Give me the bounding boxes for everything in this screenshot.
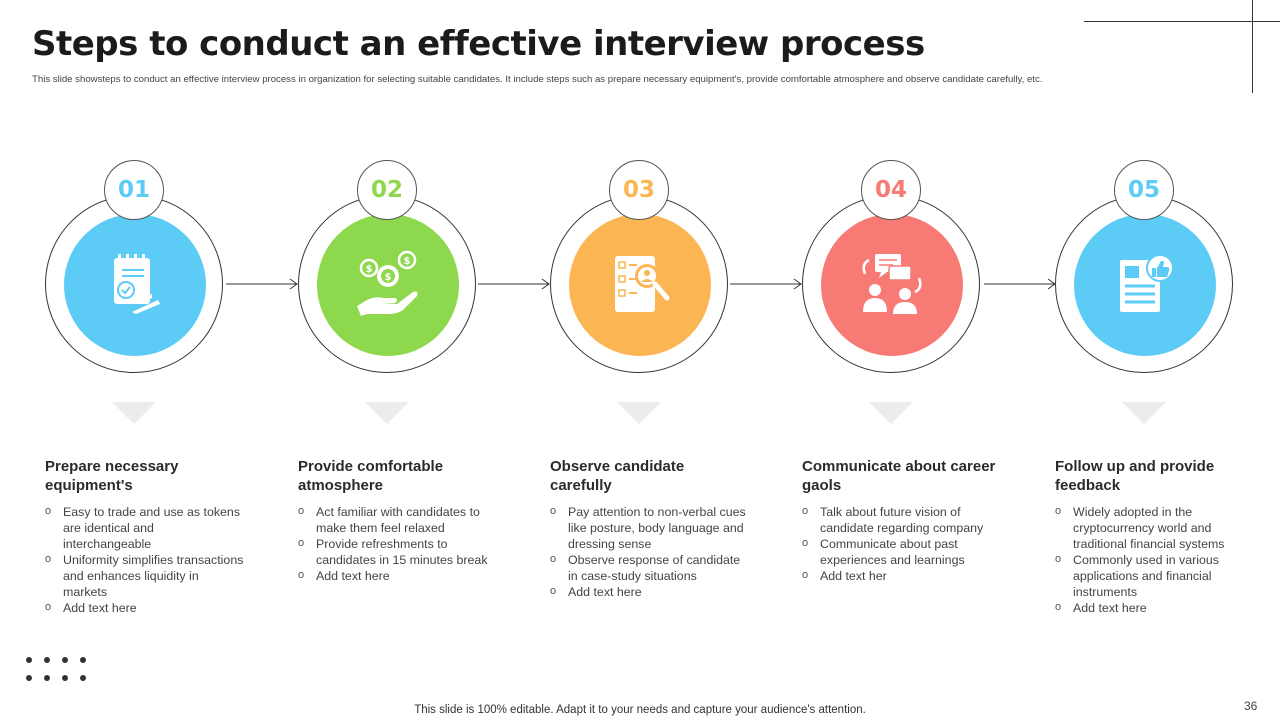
corner-line-vertical: [1252, 0, 1253, 93]
bullet-item: Add text here: [298, 567, 498, 584]
corner-line-horizontal: [1084, 21, 1280, 22]
connector-arrowhead-1: [289, 278, 298, 290]
people-conversation-icon: [862, 254, 922, 314]
svg-text:$: $: [366, 264, 373, 275]
hand-money-gear-icon: $ $ $: [357, 250, 418, 316]
resume-magnifier-icon: [615, 256, 670, 312]
step-number: 04: [861, 160, 921, 220]
step-bullets: Act familiar with candidates to make the…: [298, 503, 498, 584]
pointer-triangle: [1122, 402, 1166, 424]
step-icon-circle: $ $ $: [317, 214, 459, 356]
step-number: 03: [609, 160, 669, 220]
step-title: Prepare necessary equipment's: [45, 458, 179, 494]
step-title: Provide comfortable atmosphere: [298, 458, 444, 494]
page-number: 36: [1244, 699, 1258, 713]
step-3: 03 Observe candidate carefully Pay atten…: [550, 0, 750, 720]
dot: [80, 675, 86, 681]
bullet-item: Observe response of candidate in case-st…: [550, 551, 750, 584]
document-checklist-icon: [114, 254, 160, 314]
svg-text:$: $: [404, 256, 411, 267]
dot: [26, 657, 32, 663]
pointer-triangle: [365, 402, 409, 424]
step-bullets: Talk about future vision of candidate re…: [802, 503, 1002, 584]
bullet-item: Add text here: [550, 583, 750, 600]
dot: [26, 675, 32, 681]
dot: [44, 657, 50, 663]
bullet-item: Talk about future vision of candidate re…: [802, 503, 1002, 536]
step-4: 04 Communicate about career gaols Talk a…: [802, 0, 1002, 720]
step-number: 05: [1114, 160, 1174, 220]
slide-title: Steps to conduct an effective interview …: [32, 24, 925, 64]
step-title: Follow up and provide feedback: [1055, 458, 1215, 494]
dot: [62, 657, 68, 663]
connector-arrowhead-3: [793, 278, 802, 290]
decorative-dots: [26, 657, 90, 687]
pointer-triangle: [112, 402, 156, 424]
dot: [44, 675, 50, 681]
step-2: $ $ $ 02 Provide comfortable atmosphere …: [298, 0, 498, 720]
step-bullets: Pay attention to non-verbal cues like po…: [550, 503, 750, 600]
dot: [62, 675, 68, 681]
step-title: Communicate about career gaols: [802, 458, 996, 494]
step-icon-circle: [64, 214, 206, 356]
pointer-triangle: [617, 402, 661, 424]
step-bullets: Easy to trade and use as tokens are iden…: [45, 503, 245, 616]
bullet-item: Uniformity simplifies transactions and e…: [45, 551, 245, 600]
pointer-triangle: [869, 402, 913, 424]
bullet-item: Communicate about past experiences and l…: [802, 535, 1002, 568]
slide-subtitle: This slide showsteps to conduct an effec…: [32, 74, 1043, 85]
step-icon-circle: [821, 214, 963, 356]
bullet-item: Act familiar with candidates to make the…: [298, 503, 498, 536]
bullet-item: Easy to trade and use as tokens are iden…: [45, 503, 245, 552]
bullet-item: Commonly used in various applications an…: [1055, 551, 1255, 600]
step-number: 01: [104, 160, 164, 220]
bullet-item: Add text her: [802, 567, 1002, 584]
bullet-item: Add text here: [1055, 599, 1255, 616]
step-icon-circle: [569, 214, 711, 356]
step-bullets: Widely adopted in the cryptocurrency wor…: [1055, 503, 1255, 616]
step-5: 05 Follow up and provide feedback Widely…: [1055, 0, 1255, 720]
connector-arrowhead-2: [541, 278, 550, 290]
bullet-item: Pay attention to non-verbal cues like po…: [550, 503, 750, 552]
step-1: 01 Prepare necessary equipment's Easy to…: [45, 0, 245, 720]
step-title: Observe candidate carefully: [550, 458, 685, 494]
svg-text:$: $: [385, 272, 392, 283]
document-thumbs-up-icon: [1120, 254, 1174, 312]
bullet-item: Add text here: [45, 599, 245, 616]
bullet-item: Widely adopted in the cryptocurrency wor…: [1055, 503, 1255, 552]
bullet-item: Provide refreshments to candidates in 15…: [298, 535, 498, 568]
footer-text: This slide is 100% editable. Adapt it to…: [414, 704, 866, 716]
step-number: 02: [357, 160, 417, 220]
dot: [80, 657, 86, 663]
step-icon-circle: [1074, 214, 1216, 356]
